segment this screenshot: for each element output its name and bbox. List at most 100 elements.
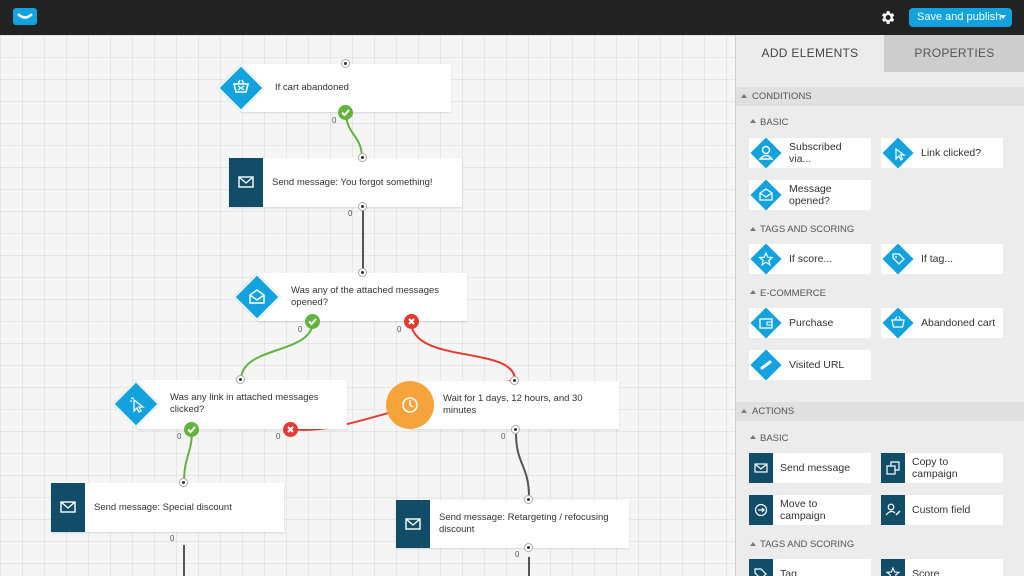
action-square: [229, 158, 263, 207]
node-message-opened[interactable]: Was any of the attached messages opened?: [258, 273, 467, 321]
element-label: Abandoned cart: [921, 317, 996, 329]
workflow-canvas[interactable]: If cart abandoned 0 Send message: You fo…: [0, 35, 735, 576]
no-port[interactable]: [404, 314, 419, 329]
input-port[interactable]: [358, 153, 367, 162]
element-label: If tag...: [921, 253, 954, 265]
element-visited-url[interactable]: Visited URL: [749, 349, 871, 381]
user-edit-icon: [885, 503, 901, 516]
wallet-icon: [759, 318, 773, 329]
star-icon: [758, 251, 774, 267]
node-label: If cart abandoned: [275, 82, 349, 93]
element-label: Send message: [780, 462, 851, 474]
node-label: Wait for 1 days, 12 hours, and 30 minute…: [443, 393, 583, 416]
element-tag[interactable]: Tag: [749, 559, 871, 576]
input-port[interactable]: [358, 268, 367, 277]
input-port[interactable]: [236, 375, 245, 384]
no-port[interactable]: [283, 422, 298, 437]
node-count: 0: [501, 432, 506, 441]
node-send-you-forgot[interactable]: Send message: You forgot something!: [229, 158, 462, 207]
node-label: Send message: You forgot something!: [272, 177, 433, 188]
action-square: [396, 500, 430, 548]
node-send-special-discount[interactable]: Send message: Special discount: [51, 483, 284, 532]
x-icon: [287, 426, 294, 433]
node-if-cart-abandoned[interactable]: If cart abandoned: [241, 64, 451, 112]
gear-icon[interactable]: [879, 9, 896, 26]
element-label: Move to campaign: [780, 498, 826, 522]
collapse-icon: [750, 290, 756, 294]
check-icon: [341, 109, 350, 117]
section-title: CONDITIONS: [752, 91, 812, 102]
tab-properties[interactable]: PROPERTIES: [884, 35, 1024, 72]
element-copy-to-campaign[interactable]: Copy to campaign: [881, 453, 1003, 483]
yes-port[interactable]: [305, 314, 320, 329]
element-label: Message opened?: [789, 183, 832, 207]
input-port[interactable]: [341, 59, 350, 68]
input-port[interactable]: [179, 478, 188, 487]
connector-opened-yes: [240, 320, 314, 381]
right-panel: ADD ELEMENTS PROPERTIES CONDITIONS BASIC…: [735, 35, 1024, 576]
input-port[interactable]: [524, 495, 533, 504]
link-icon: [760, 360, 772, 370]
star-icon: [885, 566, 901, 576]
action-square: [881, 495, 905, 525]
element-message-opened[interactable]: Message opened?: [749, 179, 871, 211]
yes-port[interactable]: [184, 422, 199, 437]
open-envelope-icon: [249, 289, 265, 304]
collapse-icon: [750, 542, 756, 546]
output-port[interactable]: [511, 425, 520, 434]
input-port[interactable]: [510, 376, 519, 385]
output-port[interactable]: [358, 202, 367, 211]
element-move-to-campaign[interactable]: Move to campaign: [749, 495, 871, 525]
cursor-click-icon: [895, 147, 906, 161]
save-and-publish-button[interactable]: Save and publish: [909, 8, 1012, 27]
action-square: [881, 453, 905, 483]
envelope-icon: [405, 518, 421, 530]
output-port[interactable]: [524, 543, 533, 552]
tab-add-elements[interactable]: ADD ELEMENTS: [736, 35, 884, 72]
node-label: Send message: Special discount: [94, 502, 232, 513]
element-label: Score: [912, 568, 940, 576]
element-abandoned-cart[interactable]: Abandoned cart: [881, 307, 1003, 339]
node-label: Send message: Retargeting / refocusing d…: [439, 512, 609, 535]
collapse-icon: [750, 435, 756, 439]
subsection-tags-scoring[interactable]: TAGS AND SCORING: [760, 224, 855, 235]
cart-icon: [232, 79, 250, 93]
section-conditions[interactable]: CONDITIONS: [736, 87, 1024, 106]
wait-circle: [386, 381, 434, 429]
node-send-retargeting[interactable]: Send message: Retargeting / refocusing d…: [396, 500, 629, 548]
element-if-tag[interactable]: If tag...: [881, 243, 1003, 275]
user-icon: [758, 145, 774, 160]
element-link-clicked[interactable]: Link clicked?: [881, 137, 1003, 169]
element-label: Custom field: [912, 504, 971, 516]
collapse-icon: [741, 94, 747, 98]
collapse-icon: [750, 119, 756, 123]
yes-port[interactable]: [338, 105, 353, 120]
subsection-basic[interactable]: BASIC: [760, 117, 789, 128]
subsection-tags-scoring[interactable]: TAGS AND SCORING: [760, 539, 855, 550]
node-wait[interactable]: Wait for 1 days, 12 hours, and 30 minute…: [410, 381, 619, 429]
element-custom-field[interactable]: Custom field: [881, 495, 1003, 525]
subsection-basic[interactable]: BASIC: [760, 433, 789, 444]
node-count: 0: [332, 116, 337, 125]
element-subscribed-via[interactable]: Subscribed via...: [749, 137, 871, 169]
element-score[interactable]: Score: [881, 559, 1003, 576]
connector-wait-retarget: [515, 432, 530, 498]
collapse-icon: [750, 227, 756, 231]
element-if-score[interactable]: If score...: [749, 243, 871, 275]
element-label: Subscribed via...: [789, 141, 842, 165]
node-link-clicked[interactable]: Was any link in attached messages clicke…: [137, 380, 347, 429]
element-send-message[interactable]: Send message: [749, 453, 871, 483]
envelope-icon: [60, 501, 76, 513]
top-bar: Save and publish: [0, 0, 1024, 35]
move-icon: [754, 503, 768, 517]
no-count: 0: [397, 325, 402, 334]
subsection-ecommerce[interactable]: E-COMMERCE: [760, 288, 826, 299]
tag-icon: [892, 253, 905, 265]
logo-icon[interactable]: [13, 8, 37, 25]
node-count: 0: [515, 550, 520, 559]
collapse-icon: [741, 409, 747, 413]
clock-icon: [402, 397, 418, 413]
section-actions[interactable]: ACTIONS: [736, 402, 1024, 421]
element-purchase[interactable]: Purchase: [749, 307, 871, 339]
check-icon: [308, 318, 317, 326]
